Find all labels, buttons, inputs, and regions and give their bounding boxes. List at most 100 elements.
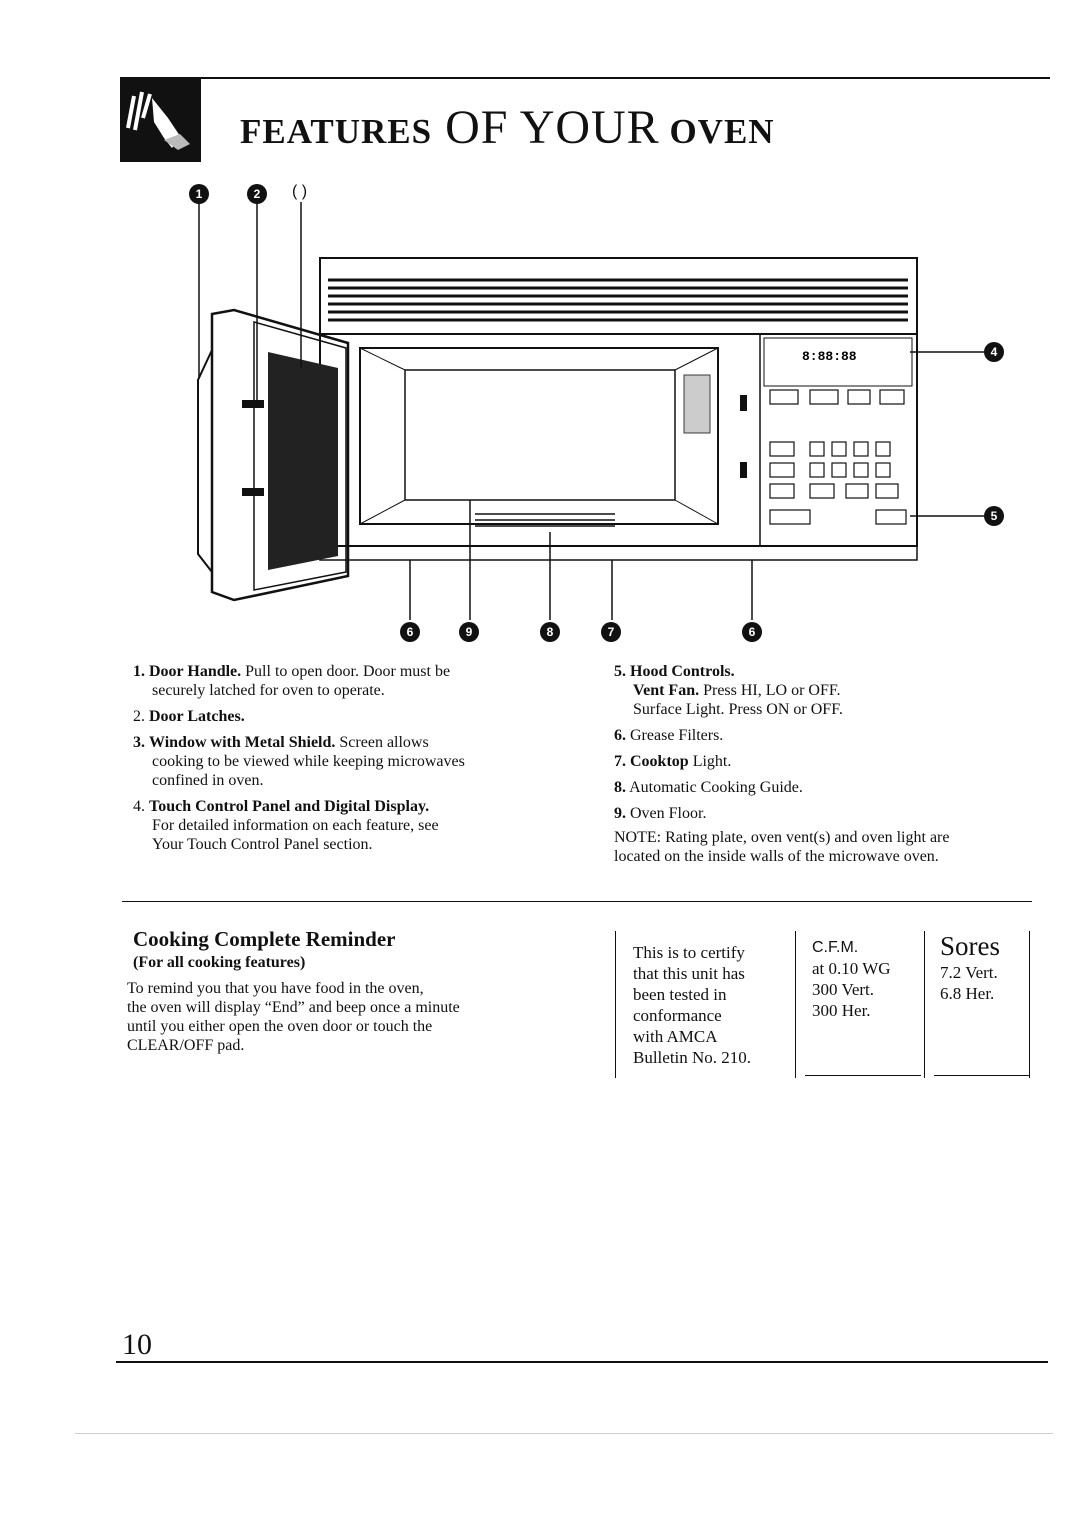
reminder-body: To remind you that you have food in the … <box>127 979 573 1055</box>
item-label: Door Handle. <box>149 663 242 680</box>
item-label: Hood Controls. <box>630 663 735 680</box>
leader-lines <box>198 202 985 620</box>
oven-floor-trim <box>319 545 918 561</box>
item-label: Cooktop <box>630 753 689 770</box>
title-word-your: YOUR <box>519 101 660 154</box>
item-number: 4. <box>133 798 145 815</box>
oven-diagram: 8:88:88 <box>197 202 985 620</box>
callout-grease-filters-left: 6 <box>400 622 420 642</box>
cfm-line: 300 Her. <box>812 1001 871 1020</box>
cert-border <box>1029 931 1030 1078</box>
hood-vent <box>319 257 918 335</box>
item-text-continued: confined in oven. <box>152 772 264 789</box>
title-word-of: OF <box>432 101 520 154</box>
callout-hood-controls: 5 <box>984 506 1004 526</box>
cert-sones: Sores 7.2 Vert. 6.8 Her. <box>940 930 1000 1004</box>
cert-line: This is to certify <box>633 943 745 962</box>
item-number: 8. <box>614 779 626 796</box>
title-word-features: FEATURES <box>240 112 433 151</box>
cert-line: that this unit has <box>633 964 745 983</box>
reminder-line: the oven will display “End” and beep onc… <box>127 999 460 1016</box>
sones-line: 6.8 Her. <box>940 984 995 1003</box>
section-divider <box>122 901 1032 902</box>
cert-statement: This is to certify that this unit has be… <box>633 942 751 1068</box>
item-text: Press HI, LO or OFF. <box>699 682 841 699</box>
item-number: 6. <box>614 727 626 744</box>
item-number: 9. <box>614 805 626 822</box>
cfm-heading: C.F.M. <box>812 939 859 956</box>
item-text-continued: Your Touch Control Panel section. <box>152 836 373 853</box>
item-sublabel: Vent Fan. <box>633 682 700 699</box>
cert-line: conformance <box>633 1006 722 1025</box>
feature-item-door-latches: 2. Door Latches. <box>133 707 573 726</box>
feature-item-cooking-guide: 8. Automatic Cooking Guide. <box>614 778 1034 797</box>
reminder-heading: Cooking Complete Reminder <box>133 927 396 951</box>
cert-line: been tested in <box>633 985 727 1004</box>
callout-cooking-guide: 8 <box>540 622 560 642</box>
item-number: 1. <box>133 663 145 680</box>
callout-cooktop-light: 7 <box>601 622 621 642</box>
cert-cfm: C.F.M. at 0.10 WG 300 Vert. 300 Her. <box>812 937 891 1021</box>
item-text: Oven Floor. <box>630 805 707 822</box>
note-text: Rating plate, oven vent(s) and oven ligh… <box>661 829 950 846</box>
feature-item-touch-control-panel: 4. Touch Control Panel and Digital Displ… <box>133 797 573 854</box>
feature-item-oven-floor: 9. Oven Floor. <box>614 804 1034 823</box>
feature-item-hood-controls: 5. Hood Controls. Vent Fan. Press HI, LO… <box>614 662 1034 719</box>
cert-line: with AMCA <box>633 1027 718 1046</box>
page-title: FEATURES OF YOUR OVEN <box>240 100 775 155</box>
title-word-oven: OVEN <box>659 112 775 151</box>
item-number: 3. <box>133 734 145 751</box>
callout-door-latches: 2 <box>247 184 267 204</box>
oven-cabinet <box>319 333 918 547</box>
reminder-line: CLEAR/OFF pad. <box>127 1037 245 1054</box>
sones-heading: Sores <box>940 931 1000 961</box>
item-text: Automatic Cooking Guide. <box>629 779 803 796</box>
item-text: Screen allows <box>335 734 429 751</box>
reminder-line: To remind you that you have food in the … <box>127 980 424 997</box>
item-label: Door Latches. <box>149 708 245 725</box>
reminder-line: until you either open the oven door or t… <box>127 1018 433 1035</box>
note: NOTE: Rating plate, oven vent(s) and ove… <box>614 828 1034 866</box>
item-text-continued: For detailed information on each feature… <box>152 817 439 834</box>
note-label: NOTE: <box>614 829 662 846</box>
display-readout: 8:88:88 <box>802 349 857 364</box>
header-top-rule <box>120 77 1050 79</box>
item-text-continued: Surface Light. Press ON or OFF. <box>633 701 843 718</box>
oven-cavity <box>359 347 747 527</box>
footer-rule <box>116 1361 1048 1363</box>
callout-door-handle: 1 <box>189 184 209 204</box>
item-number: 7. <box>614 753 626 770</box>
feature-item-grease-filters: 6. Grease Filters. <box>614 726 1034 745</box>
sones-line: 7.2 Vert. <box>940 963 998 982</box>
cert-border <box>934 1075 1029 1076</box>
callout-touch-control-panel: 4 <box>984 342 1004 362</box>
cert-border <box>924 931 925 1078</box>
cfm-line: 300 Vert. <box>812 980 875 999</box>
features-list-left: 1. Door Handle. Pull to open door. Door … <box>133 662 573 861</box>
cert-border <box>795 931 796 1078</box>
hand-pressing-button-icon <box>120 78 201 162</box>
feature-item-cooktop-light: 7. Cooktop Light. <box>614 752 1034 771</box>
control-panel: 8:88:88 <box>759 334 913 546</box>
item-label: Touch Control Panel and Digital Display. <box>149 798 430 815</box>
item-label: Window with Metal Shield. <box>149 734 336 751</box>
cooking-complete-reminder: Cooking Complete Reminder (For all cooki… <box>127 927 573 1055</box>
oven-door <box>197 308 350 602</box>
item-text-continued: securely latched for oven to operate. <box>152 682 385 699</box>
reminder-subheading: (For all cooking features) <box>133 954 306 971</box>
item-number: 5. <box>614 663 626 680</box>
item-text-continued: cooking to be viewed while keeping micro… <box>152 753 465 770</box>
cfm-line: at 0.10 WG <box>812 959 891 978</box>
callout-window-shield: ( ) <box>292 183 308 200</box>
note-text-continued: located on the inside walls of the micro… <box>614 848 939 865</box>
page-number: 10 <box>122 1328 152 1361</box>
features-list-right: 5. Hood Controls. Vent Fan. Press HI, LO… <box>614 662 1034 866</box>
callout-grease-filters-right: 6 <box>742 622 762 642</box>
item-number: 2. <box>133 708 145 725</box>
cert-border <box>805 1075 921 1076</box>
feature-item-door-handle: 1. Door Handle. Pull to open door. Door … <box>133 662 573 700</box>
bottom-edge-rule <box>75 1433 1053 1434</box>
cert-line: Bulletin No. 210. <box>633 1048 752 1067</box>
item-text: Grease Filters. <box>630 727 724 744</box>
item-text: Light. <box>688 753 732 770</box>
